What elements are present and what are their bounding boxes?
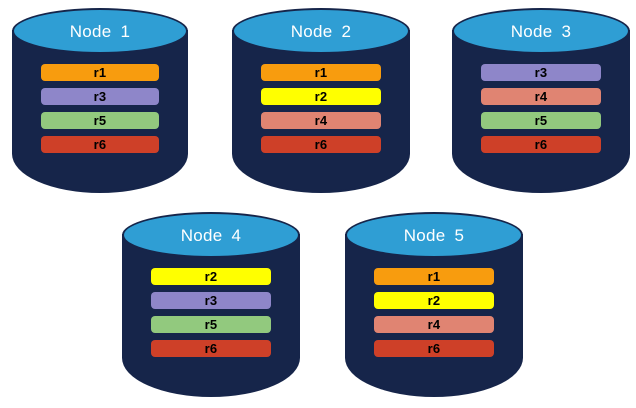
replica-label: r6 [93,137,107,152]
replica-label: r3 [93,89,107,104]
replica-bar-r6[interactable]: r6 [151,340,271,357]
replica-label: r5 [204,317,218,332]
replica-label: r6 [427,341,441,356]
replica-label: r6 [534,137,548,152]
replica-label: r5 [93,113,107,128]
replica-bar-r4[interactable]: r4 [261,112,381,129]
node-cylinder-4[interactable]: r2 r3 r5 r6 Node 4 [122,212,300,397]
node-cylinder-1[interactable]: r1 r3 r5 r6 Node 1 [12,8,188,193]
node-title-word: Node [403,225,446,245]
replica-label: r3 [534,65,548,80]
replica-bar-r5[interactable]: r5 [151,316,271,333]
cylinder-body [452,30,630,193]
replica-label: r6 [204,341,218,356]
replica-bar-r3[interactable]: r3 [41,88,159,105]
replica-list: r1 r2 r4 r6 [232,64,410,153]
replica-label: r2 [204,269,218,284]
replica-bar-r5[interactable]: r5 [41,112,159,129]
cylinder-top: Node 3 [452,8,630,54]
cylinder-body [122,234,300,397]
node-title-number: 4 [231,225,242,245]
cylinder-body [345,234,523,397]
replica-label: r1 [93,65,107,80]
node-title-number: 3 [561,21,572,41]
cylinder-top: Node 5 [345,212,523,258]
cylinder-top: Node 4 [122,212,300,258]
node-title-word: Node [290,21,333,41]
replica-bar-r6[interactable]: r6 [481,136,601,153]
node-cylinder-2[interactable]: r1 r2 r4 r6 Node 2 [232,8,410,193]
cylinder-top: Node 2 [232,8,410,54]
node-title-word: Node [510,21,553,41]
replica-bar-r6[interactable]: r6 [261,136,381,153]
cylinder-body [232,30,410,193]
cylinder-top: Node 1 [12,8,188,54]
replica-label: r6 [314,137,328,152]
node-title-number: 1 [120,21,131,41]
replica-bar-r3[interactable]: r3 [481,64,601,81]
replica-label: r1 [427,269,441,284]
replica-list: r3 r4 r5 r6 [452,64,630,153]
node-cylinder-5[interactable]: r1 r2 r4 r6 Node 5 [345,212,523,397]
replica-label: r4 [534,89,548,104]
replica-label: r1 [314,65,328,80]
replica-bar-r2[interactable]: r2 [374,292,494,309]
replica-bar-r4[interactable]: r4 [481,88,601,105]
replica-bar-r2[interactable]: r2 [261,88,381,105]
replica-label: r2 [427,293,441,308]
node-title-number: 2 [341,21,352,41]
replica-bar-r4[interactable]: r4 [374,316,494,333]
node-title: Node 2 [291,23,352,40]
replica-label: r4 [314,113,328,128]
replica-bar-r5[interactable]: r5 [481,112,601,129]
node-title: Node 3 [511,23,572,40]
replica-list: r1 r2 r4 r6 [345,268,523,357]
replica-list: r1 r3 r5 r6 [12,64,188,153]
node-title: Node 1 [70,23,131,40]
replica-label: r3 [204,293,218,308]
replica-label: r4 [427,317,441,332]
replica-bar-r3[interactable]: r3 [151,292,271,309]
replica-label: r2 [314,89,328,104]
replica-list: r2 r3 r5 r6 [122,268,300,357]
replica-bar-r1[interactable]: r1 [261,64,381,81]
replica-bar-r2[interactable]: r2 [151,268,271,285]
node-title: Node 5 [404,227,465,244]
node-title-word: Node [180,225,223,245]
node-title-word: Node [69,21,112,41]
node-cylinder-3[interactable]: r3 r4 r5 r6 Node 3 [452,8,630,193]
node-title: Node 4 [181,227,242,244]
node-title-number: 5 [454,225,465,245]
replica-bar-r6[interactable]: r6 [41,136,159,153]
replica-bar-r1[interactable]: r1 [41,64,159,81]
replica-label: r5 [534,113,548,128]
replica-bar-r6[interactable]: r6 [374,340,494,357]
replica-bar-r1[interactable]: r1 [374,268,494,285]
